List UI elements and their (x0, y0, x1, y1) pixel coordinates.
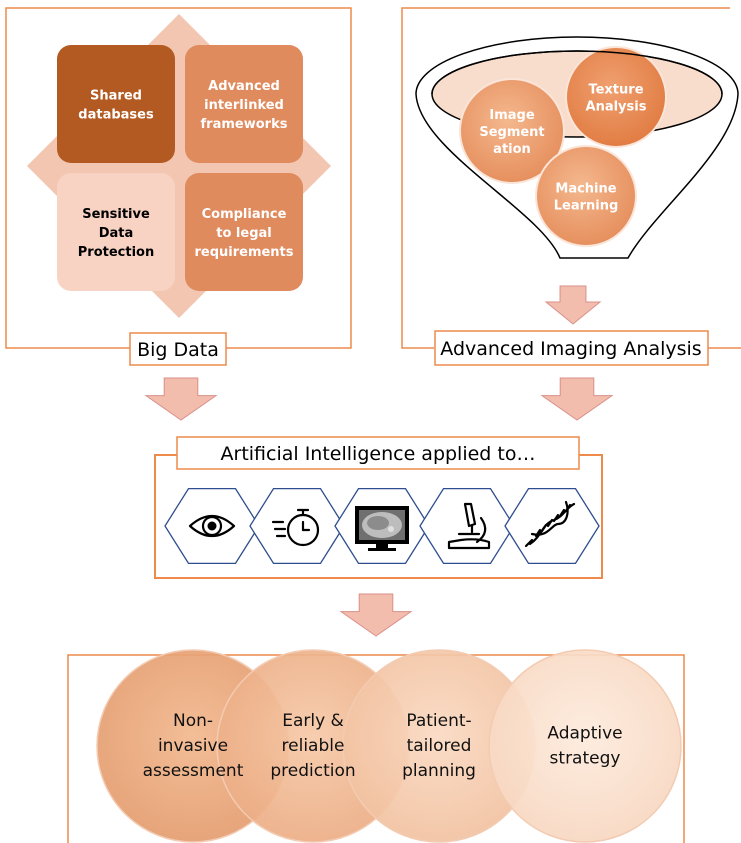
arrow-ai-to-outcomes (339, 593, 413, 637)
ai-label-box (176, 436, 580, 470)
hex-dna (504, 487, 600, 565)
funnel-rim-outline (431, 50, 723, 95)
big-data-label-box (129, 332, 227, 366)
tile-advanced-frameworks (185, 45, 303, 163)
hex-ct-scan-monitor (334, 487, 430, 565)
ct-scan-monitor-icon (355, 506, 409, 551)
eye-icon (188, 514, 236, 538)
big-data-label: Big Data (137, 339, 219, 361)
hex-microscope (419, 487, 515, 565)
image-segmentation-circle (459, 78, 565, 184)
ai-panel: Artificial Intelligence applied to… (154, 436, 603, 579)
flow-arrows (144, 285, 614, 637)
hex-eye (164, 487, 260, 565)
texture-analysis-circle (565, 46, 667, 148)
ai-label: Artificial Intelligence applied to… (221, 443, 536, 465)
tile-compliance (185, 173, 303, 291)
ai-frame (154, 454, 603, 579)
big-data-frame (5, 7, 352, 349)
arrow-funnel-to-imaging (544, 285, 602, 325)
arrow-imaging-to-ai (540, 377, 614, 421)
hex-stopwatch (249, 487, 345, 565)
outcomes-frame (67, 654, 685, 843)
machine-learning-circle (535, 145, 637, 247)
dna-icon (524, 500, 576, 548)
imaging-frame (401, 7, 730, 349)
tile-sensitive-data (57, 173, 175, 291)
imaging-label-box (434, 330, 709, 366)
arrow-bigdata-to-ai (144, 377, 218, 421)
microscope-icon (447, 502, 491, 550)
imaging-label: Advanced Imaging Analysis (440, 338, 701, 360)
tile-shared-databases (57, 45, 175, 163)
outcome-adaptive-strategy (488, 649, 682, 843)
stopwatch-icon (271, 508, 320, 547)
